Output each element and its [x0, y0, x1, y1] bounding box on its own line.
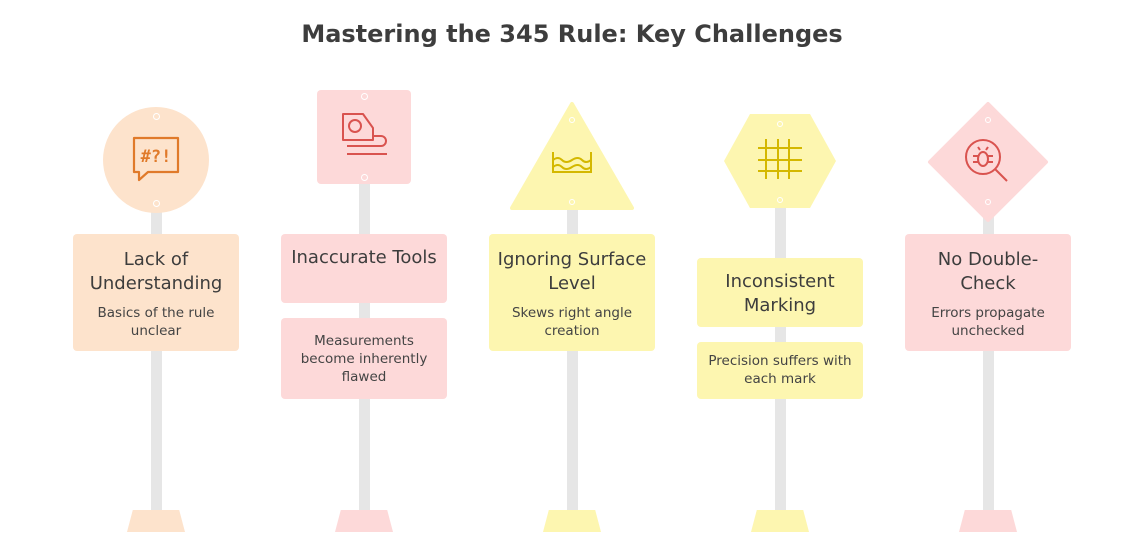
page-title: Mastering the 345 Rule: Key Challenges	[301, 20, 843, 48]
tape-measure-icon	[342, 113, 387, 155]
sign-description: Skews right angle creation	[511, 305, 633, 339]
sign-description: Basics of the rule unclear	[97, 305, 215, 339]
sign-title: Inaccurate Tools	[291, 247, 437, 268]
sign-diamond	[928, 102, 1048, 222]
sign-title: No Double-Check	[937, 249, 1039, 294]
sign-triangle	[510, 102, 634, 210]
sign-card-4: Inconsistent Marking	[697, 258, 863, 327]
sign-description: Errors propagate unchecked	[931, 305, 1045, 339]
pole-base	[959, 510, 1017, 532]
sign-title: Inconsistent Marking	[725, 271, 835, 316]
sign-card-5: No Double-Check Errors propagate uncheck…	[905, 234, 1071, 351]
sign-card-1: Lack of Understanding Basics of the rule…	[73, 234, 239, 351]
sign-description: Precision suffers with each mark	[708, 353, 852, 387]
sign-desc-card-4: Precision suffers with each mark	[697, 342, 863, 399]
pole-base	[751, 510, 809, 532]
pole-base	[127, 510, 185, 532]
sign-card-2: Inaccurate Tools	[281, 234, 447, 303]
pole	[983, 200, 994, 512]
sign-title: Lack of Understanding	[89, 249, 223, 294]
pole	[151, 200, 162, 512]
speech-bubble-symbols-icon: #?!	[132, 136, 180, 182]
sign-title: Ignoring Surface Level	[497, 249, 647, 294]
grid-icon	[758, 139, 802, 179]
water-level-icon	[552, 152, 592, 173]
pole-base	[543, 510, 601, 532]
sign-desc-card-2: Measurements become inherently flawed	[281, 318, 447, 399]
svg-text:#?!: #?!	[141, 147, 172, 167]
pole-base	[335, 510, 393, 532]
sign-square	[317, 90, 411, 184]
sign-circle: #?!	[103, 107, 209, 213]
pole	[567, 200, 578, 512]
sign-description: Measurements become inherently flawed	[300, 333, 428, 385]
sign-hexagon	[724, 114, 836, 208]
bug-search-icon	[965, 139, 1008, 182]
sign-card-3: Ignoring Surface Level Skews right angle…	[489, 234, 655, 351]
